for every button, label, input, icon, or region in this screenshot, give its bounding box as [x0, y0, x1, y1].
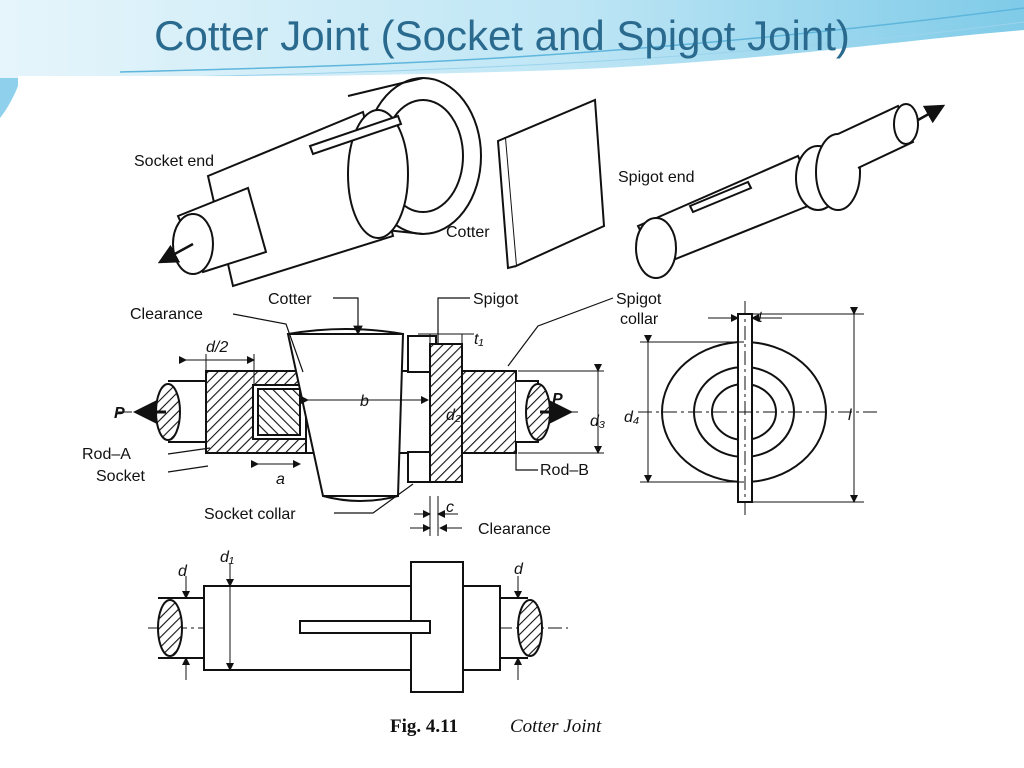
label-clearance-top: Clearance [130, 306, 203, 323]
label-spigot-end: Spigot end [618, 169, 695, 186]
socket-end-isometric [157, 77, 482, 288]
label-a: a [276, 471, 285, 488]
label-spigot: Spigot [473, 291, 519, 308]
label-spigot-collar-2: collar [620, 311, 659, 328]
label-d1: d₁ [220, 549, 234, 566]
caption-text: Cotter Joint [510, 716, 602, 737]
sectional-front-view [118, 297, 614, 536]
label-d-left: d [178, 563, 188, 580]
label-t1: t₁ [474, 331, 484, 348]
label-socket-end: Socket end [134, 153, 214, 170]
slide-title: Cotter Joint (Socket and Spigot Joint) [154, 12, 850, 59]
header-wave-decoration [0, 0, 1024, 118]
spigot-end-isometric [635, 103, 946, 279]
label-spigot-collar-1: Spigot [616, 291, 662, 308]
label-p-right: P [552, 391, 563, 408]
label-clearance-bottom: Clearance [478, 521, 551, 538]
figure-panel: Socket end Cotter Spigot end Clearance C… [18, 76, 1000, 742]
label-socket-collar: Socket collar [204, 506, 296, 523]
plan-view [148, 561, 568, 693]
label-rod-b: Rod–B [540, 462, 589, 479]
label-d2: d₂ [446, 407, 461, 424]
label-p-left: P [114, 405, 125, 422]
label-rod-a: Rod–A [82, 446, 131, 463]
label-d-right: d [514, 561, 524, 578]
caption-number: Fig. 4.11 [390, 716, 458, 737]
label-cotter-section: Cotter [268, 291, 312, 308]
label-cotter-iso: Cotter [446, 224, 490, 241]
label-t: t [758, 309, 763, 326]
label-d4: d₄ [624, 409, 639, 426]
label-c: c [446, 499, 454, 516]
side-view [638, 301, 878, 516]
label-l: l [848, 407, 852, 424]
label-socket: Socket [96, 468, 145, 485]
cotter-isometric [496, 98, 606, 270]
cotter-joint-figure: Socket end Cotter Spigot end Clearance C… [82, 77, 946, 737]
label-b: b [360, 393, 369, 410]
label-d-half: d/2 [206, 339, 228, 356]
label-d3: d₃ [590, 413, 605, 430]
